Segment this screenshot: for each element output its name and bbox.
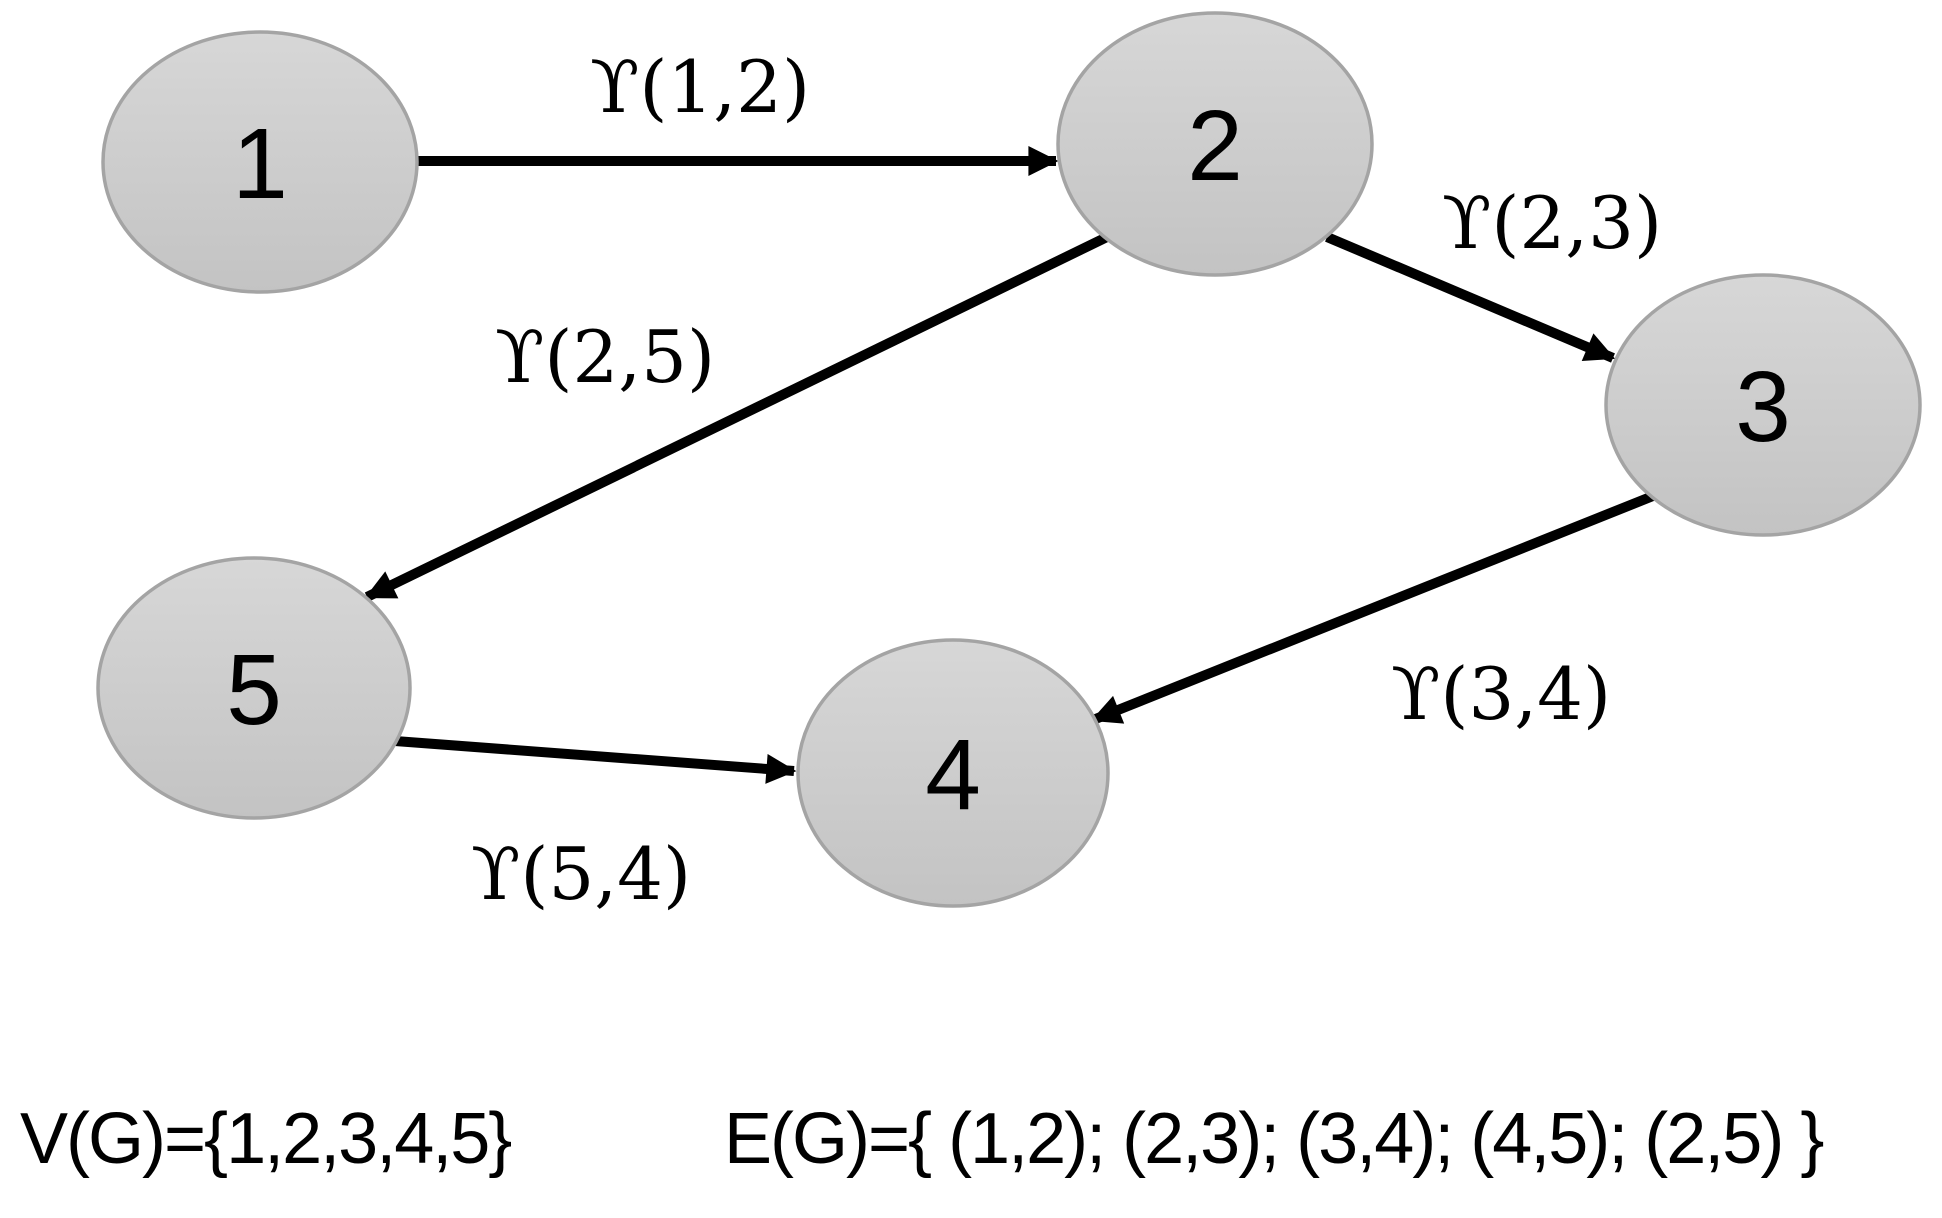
node-5-label: 5 [226,634,282,746]
node-group [96,11,1922,908]
edge-arrow-2-3 [1325,232,1616,363]
edge-arrow-5-4 [394,736,797,784]
legend-group: V(G)={1,2,3,4,5} E(G)={ (1,2); (2,3); (3… [20,1099,1825,1179]
edge-arrow-3-4 [1090,491,1655,725]
node-1-label: 1 [232,108,288,220]
edge-label-group: ϒ(1,2) ϒ(2,3) ϒ(2,5) ϒ(3,4) ϒ(5,4) [471,45,1662,916]
edge-label-5-4: ϒ(5,4) [471,832,691,916]
node-label-group: 1 2 3 4 5 [226,90,1791,831]
edge-label-2-3: ϒ(2,3) [1442,181,1662,265]
edge-arrow-2-5 [364,232,1110,602]
node-1-ellipse [101,30,419,294]
edge-set-text: E(G)={ (1,2); (2,3); (3,4); (4,5); (2,5)… [724,1099,1823,1179]
node-3-ellipse [1604,273,1922,537]
edge-label-3-4: ϒ(3,4) [1391,652,1611,736]
edge-label-1-2: ϒ(1,2) [590,45,810,129]
node-4-label: 4 [925,719,981,831]
node-4-ellipse [796,638,1110,908]
node-3-label: 3 [1735,351,1791,463]
node-2-label: 2 [1187,90,1243,202]
edge-label-2-5: ϒ(2,5) [495,315,715,399]
node-5-ellipse [96,556,412,820]
node-2-ellipse [1056,11,1374,277]
edge-group [364,146,1655,784]
vertex-set-text: V(G)={1,2,3,4,5} [20,1099,511,1179]
